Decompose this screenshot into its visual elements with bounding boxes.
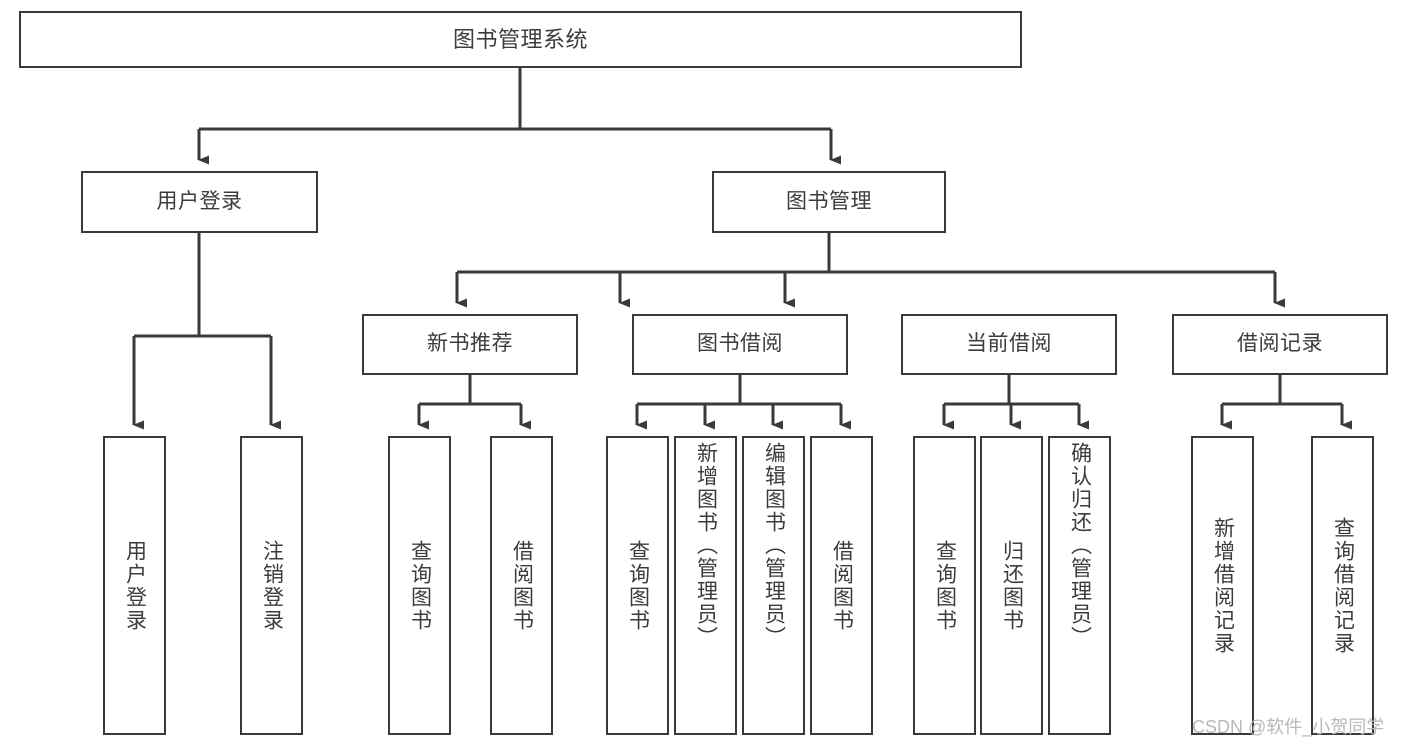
node-book-borrow-label: 图书借阅 [697, 332, 783, 356]
edge-book-borrow-to-leaves [635, 375, 851, 430]
node-root[interactable]: 图书管理系统 [19, 11, 1022, 68]
node-user-login-label: 用户登录 [156, 189, 243, 213]
leaf-borrow-book-label: 借阅图书 [830, 539, 854, 632]
leaf-confirm-return-label: 确认归还（管理员） [1068, 442, 1092, 649]
edge-book-manage-to-level2 [455, 233, 1285, 308]
edge-new-book-rec-to-leaves [417, 375, 531, 430]
leaf-edit-book[interactable]: 编辑图书（管理员） [742, 436, 805, 735]
node-book-manage[interactable]: 图书管理 [712, 171, 946, 233]
leaf-borrow-book-recommend[interactable]: 借阅图书 [490, 436, 553, 735]
leaf-borrow-book[interactable]: 借阅图书 [810, 436, 873, 735]
leaf-user-login-label: 用户登录 [123, 539, 147, 632]
leaf-query-book-recommend-label: 查询图书 [408, 539, 432, 632]
leaf-return-book-label: 归还图书 [1000, 539, 1024, 632]
edge-root-to-level1 [197, 68, 841, 165]
leaf-add-borrow-record[interactable]: 新增借阅记录 [1191, 436, 1254, 735]
leaf-user-login[interactable]: 用户登录 [103, 436, 166, 735]
edge-borrow-record-to-leaves [1220, 375, 1352, 430]
leaf-return-book[interactable]: 归还图书 [980, 436, 1043, 735]
leaf-query-borrow-record-label: 查询借阅记录 [1331, 516, 1355, 655]
node-user-login[interactable]: 用户登录 [81, 171, 318, 233]
node-current-borrow[interactable]: 当前借阅 [901, 314, 1117, 375]
node-new-book-recommend-label: 新书推荐 [427, 332, 513, 356]
leaf-query-book-current-label: 查询图书 [933, 539, 957, 632]
leaf-user-logout[interactable]: 注销登录 [240, 436, 303, 735]
leaf-borrow-book-recommend-label: 借阅图书 [510, 539, 534, 632]
node-new-book-recommend[interactable]: 新书推荐 [362, 314, 578, 375]
node-borrow-record-label: 借阅记录 [1237, 332, 1323, 356]
edge-current-borrow-to-leaves [942, 375, 1089, 430]
leaf-query-book-recommend[interactable]: 查询图书 [388, 436, 451, 735]
leaf-query-borrow-record[interactable]: 查询借阅记录 [1311, 436, 1374, 735]
leaf-user-logout-label: 注销登录 [260, 539, 284, 632]
leaf-add-book-label: 新增图书（管理员） [694, 442, 718, 649]
node-book-manage-label: 图书管理 [786, 189, 872, 213]
node-borrow-record[interactable]: 借阅记录 [1172, 314, 1388, 375]
node-current-borrow-label: 当前借阅 [966, 332, 1052, 356]
leaf-add-borrow-record-label: 新增借阅记录 [1211, 516, 1235, 655]
leaf-query-book-borrow[interactable]: 查询图书 [606, 436, 669, 735]
leaf-add-book[interactable]: 新增图书（管理员） [674, 436, 737, 735]
leaf-confirm-return[interactable]: 确认归还（管理员） [1048, 436, 1111, 735]
leaf-edit-book-label: 编辑图书（管理员） [762, 442, 786, 649]
csdn-watermark: CSDN @软件_小贺同学 [1192, 717, 1385, 737]
leaf-query-book-borrow-label: 查询图书 [626, 539, 650, 632]
node-book-borrow[interactable]: 图书借阅 [632, 314, 848, 375]
node-root-label: 图书管理系统 [452, 26, 588, 52]
leaf-query-book-current[interactable]: 查询图书 [913, 436, 976, 735]
edge-user-login-to-leaves [132, 233, 281, 430]
